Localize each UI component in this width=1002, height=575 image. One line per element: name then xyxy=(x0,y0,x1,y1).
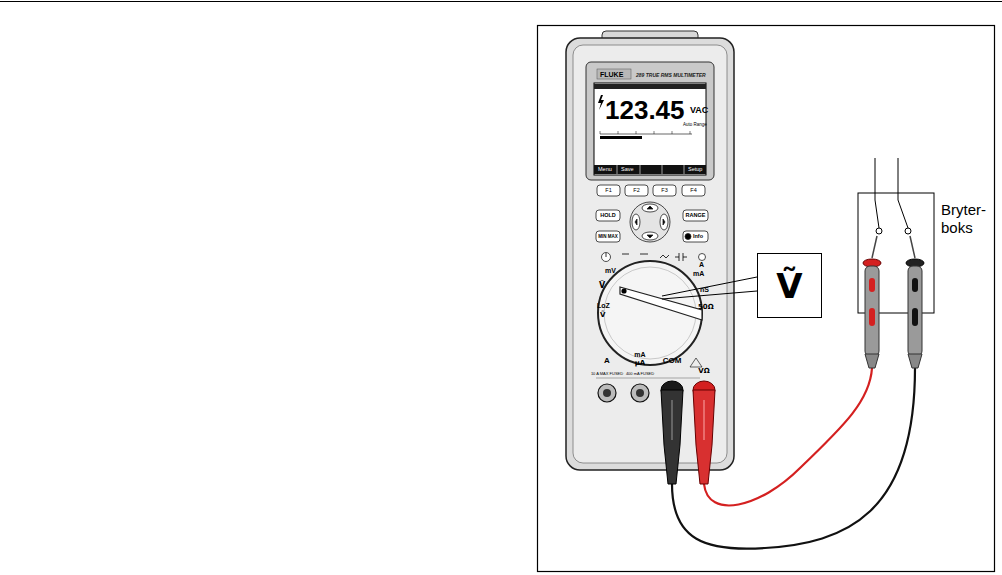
meter-label: RANGE xyxy=(686,213,706,219)
meter-label: 10 A MAX FUSED xyxy=(591,372,623,376)
callout-symbol: Ṽ xyxy=(776,269,802,303)
meter-label: VAC xyxy=(690,106,708,115)
meter-label: Ṽ xyxy=(600,312,605,319)
meter-label: COM xyxy=(663,357,682,365)
meter-label: Menu xyxy=(598,167,612,173)
red-probe xyxy=(863,236,881,368)
meter-label: F3 xyxy=(661,188,667,194)
meter-label: 289 TRUE RMS MULTIMETER xyxy=(636,73,706,78)
meter-label: MIN MAX xyxy=(598,235,618,240)
meter-label: F2 xyxy=(633,188,639,194)
meter-buttons xyxy=(596,185,708,262)
meter-label: 400 mA FUSED xyxy=(626,372,654,376)
rotary-dial xyxy=(598,261,702,365)
black-plug xyxy=(661,381,683,484)
meter-label: nS xyxy=(700,286,709,293)
switch-box xyxy=(858,158,934,313)
meter-label: FLUKE xyxy=(600,71,623,78)
meter-label: A xyxy=(604,357,610,365)
meter-label: mA xyxy=(693,270,704,277)
meter-label: Setup xyxy=(688,167,702,173)
meter-label: A xyxy=(699,261,704,268)
callout-box: Ṽ xyxy=(757,253,822,318)
meter-label: HOLD xyxy=(600,213,616,219)
meter-label: mA xyxy=(634,351,645,358)
meter-label: Save xyxy=(621,167,634,173)
switch-box-label: Bryter-boks xyxy=(941,201,995,237)
leader-line xyxy=(662,277,757,299)
meter-label: Auto Range xyxy=(683,123,707,128)
meter-label: F4 xyxy=(690,188,696,194)
test-leads xyxy=(672,368,915,549)
input-jacks xyxy=(596,358,702,402)
meter-label: Ṽ xyxy=(599,282,605,290)
red-plug xyxy=(693,381,715,484)
meter-label: Info xyxy=(693,234,703,240)
black-probe xyxy=(906,236,924,368)
top-rule xyxy=(0,1,1002,2)
meter-label: 123.45 xyxy=(605,97,685,123)
figure-frame xyxy=(538,26,995,572)
meter-label: LoZ xyxy=(597,302,610,309)
meter-label: VΩ xyxy=(698,368,709,375)
meter-label: µA xyxy=(635,360,646,367)
meter-label: F1 xyxy=(605,188,611,194)
meter-label: 50Ω xyxy=(698,304,714,311)
meter-label: mV xyxy=(605,267,616,274)
